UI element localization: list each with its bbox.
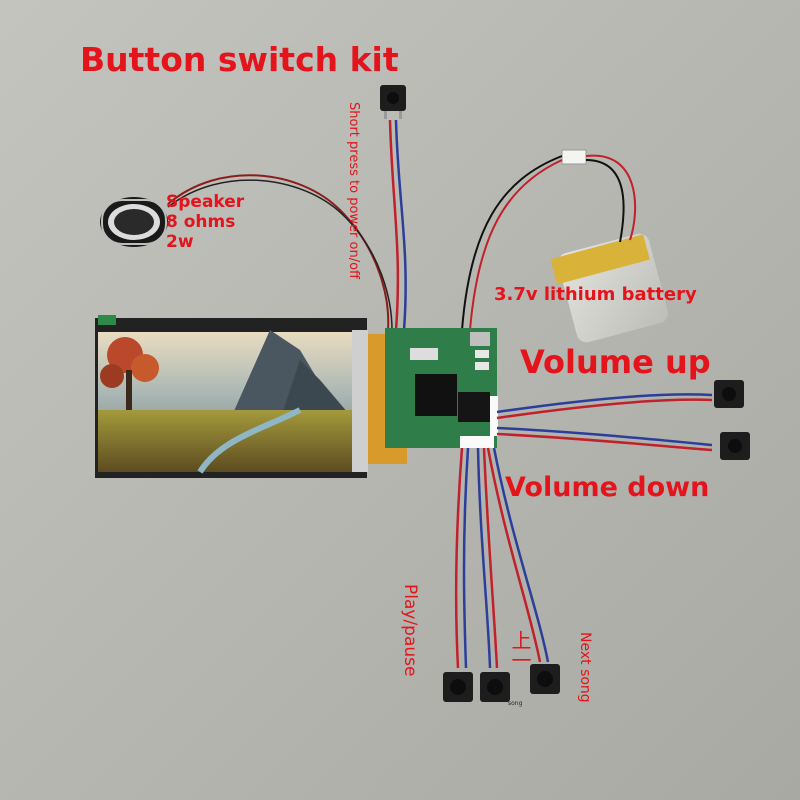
speaker-label: Speaker 8 ohms 2w [166,192,244,252]
next-wire-blue [492,447,550,663]
battery-connector [561,149,587,165]
play-wire-red [454,447,464,669]
power-label: Short press to power on/off [346,102,361,279]
play-pause-button [443,672,473,702]
play-wire-blue [462,447,470,669]
lcd-screen [95,315,407,478]
battery-wire-black [585,159,625,243]
volume-up-button [714,380,744,408]
prev-wire-red [482,447,499,669]
power-wire-blue [394,119,407,331]
power-button [380,85,406,119]
voldown-wire-blue [496,426,713,447]
battery-label: 3.7v lithium battery [494,284,697,305]
kit-title: Button switch kit [80,40,399,79]
speaker-label-power: 2w [166,232,194,252]
speaker-label-impedance: 8 ohms [166,212,236,232]
next-song-button [530,664,560,694]
volup-wire-red [496,398,713,420]
volup-wire-blue [496,393,713,414]
speaker [100,197,168,247]
speaker-wire-black [167,179,393,331]
lithium-battery [550,233,669,343]
board-wire-red [469,159,563,331]
battery-wire-red [585,154,637,241]
next-wire-red [486,447,542,663]
previous-song-button [480,672,510,702]
play-pause-label: Play/pause [400,584,420,677]
voldown-wire-red [496,432,713,452]
volume-down-button [720,432,750,460]
previous-song-label: 上一 [508,630,532,670]
board-wire-black [461,155,563,331]
volume-up-label: Volume up [520,343,711,381]
speaker-label-name: Speaker [166,192,245,212]
speaker-wire [167,174,390,331]
prev-wire-blue [476,447,492,669]
previous-song-sublabel: song [508,700,523,707]
power-wire-red [388,119,400,331]
volume-down-label: Volume down [505,472,710,503]
next-song-label: Next song [577,632,593,703]
control-board [385,328,498,448]
